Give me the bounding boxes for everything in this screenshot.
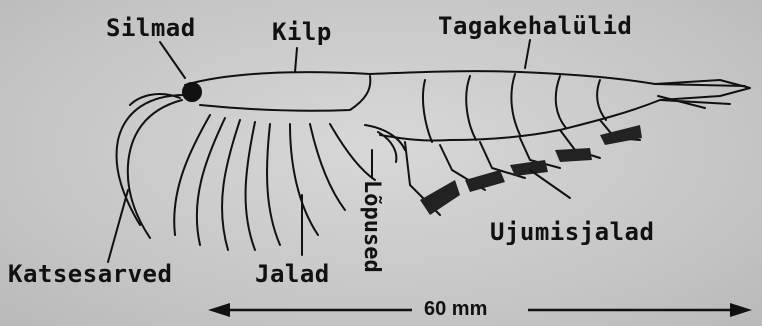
leader-kilp: [295, 48, 297, 72]
scale-label: 60 mm: [424, 299, 487, 319]
label-katsesarved: Katsesarved: [8, 262, 172, 286]
label-silmad: Silmad: [106, 16, 196, 40]
eye: [183, 83, 201, 101]
tail-fan: [655, 84, 745, 108]
carapace-edge: [200, 76, 370, 111]
leader-ujumisjalad: [530, 170, 570, 198]
leader-tagakehalulid: [525, 40, 530, 68]
thoracic-legs: [174, 115, 375, 250]
label-tagakehalulid: Tagakehalülid: [438, 14, 632, 38]
label-kilp: Kilp: [272, 20, 332, 44]
label-lopused: Lõpused: [360, 180, 382, 273]
leader-silmad: [160, 42, 185, 78]
label-jalad: Jalad: [255, 262, 330, 286]
abdomen-segments: [423, 74, 606, 142]
label-ujumisjalad: Ujumisjalad: [490, 220, 654, 244]
leader-katsesarved: [108, 190, 128, 262]
